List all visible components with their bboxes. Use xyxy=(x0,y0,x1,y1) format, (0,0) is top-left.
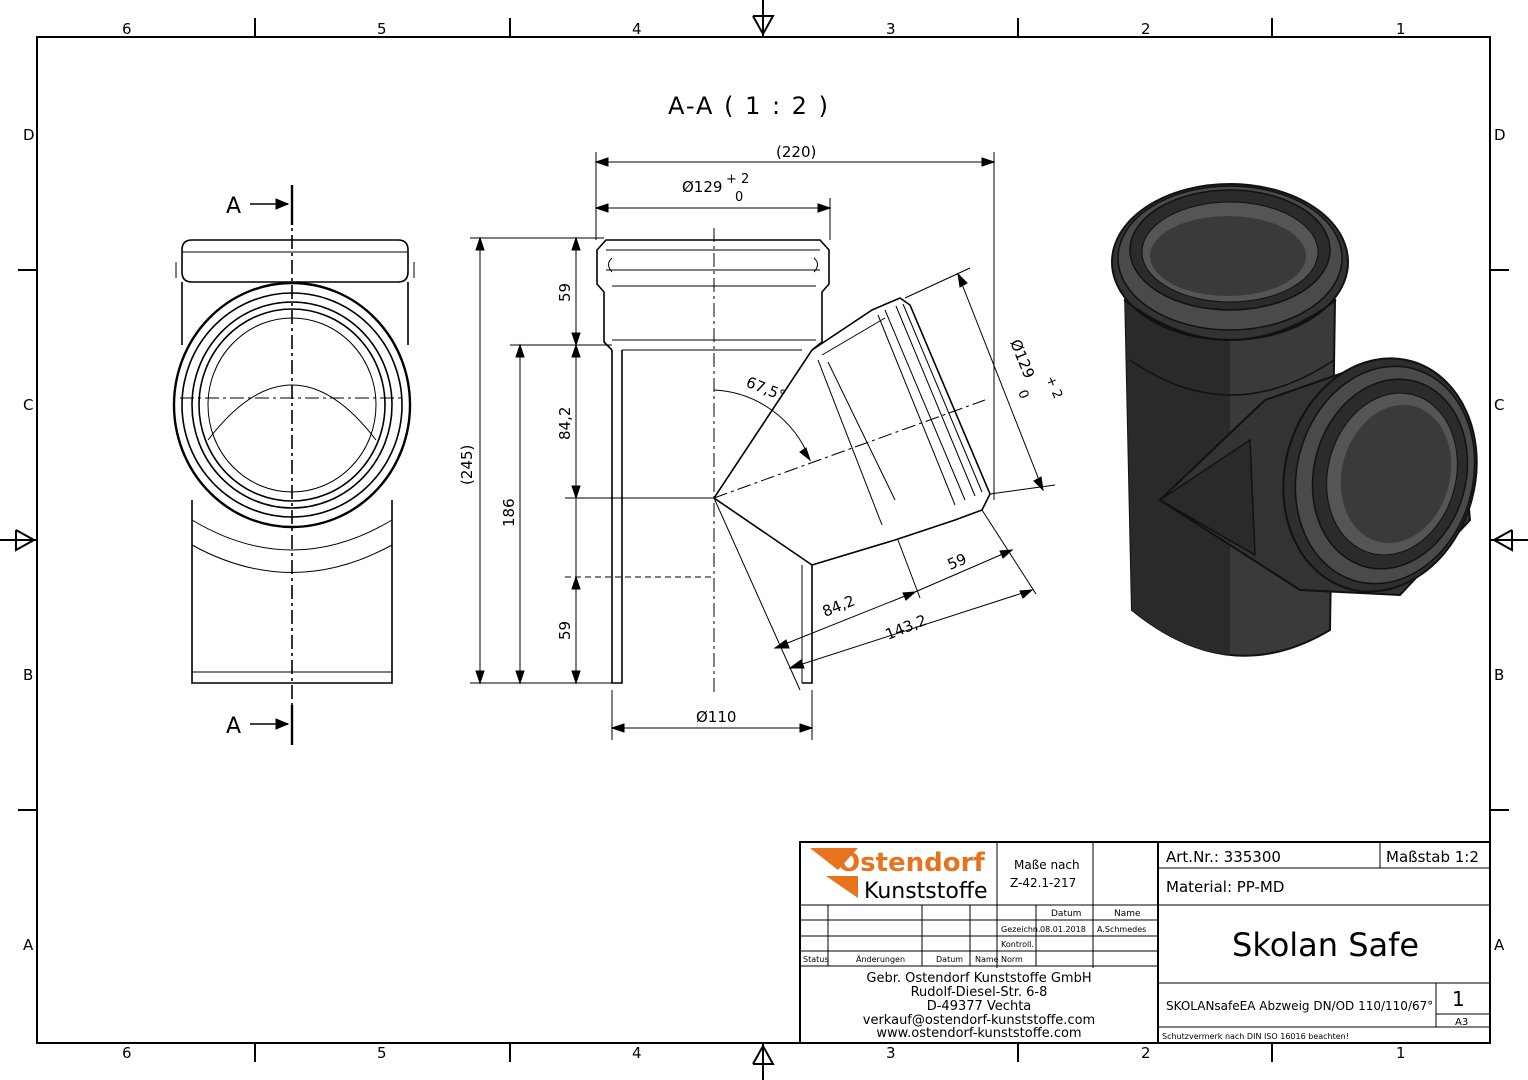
material-label: Material: PP-MD xyxy=(1166,878,1284,896)
ostendorf-logo: Ostendorf Kunststoffe xyxy=(810,848,988,904)
zone-row-left-c: C xyxy=(23,396,33,414)
dim-branch-59: 59 xyxy=(945,550,969,574)
dim-socket-tol-plus: + 2 xyxy=(726,172,749,187)
iso-render xyxy=(1111,183,1478,657)
status-header: Status xyxy=(803,955,829,964)
masse-nach-value: Z-42.1-217 xyxy=(1010,876,1076,890)
sheet-format: A3 xyxy=(1455,1017,1468,1028)
masse-nach-label: Maße nach xyxy=(1014,858,1080,872)
datum-header: Datum xyxy=(936,955,963,964)
row-gezeichn: Gezeichn. xyxy=(1001,925,1041,934)
logo-text-kunststoffe: Kunststoffe xyxy=(864,879,988,904)
scale-label: Maßstab 1:2 xyxy=(1386,848,1479,866)
zone-col-top-1: 1 xyxy=(1396,20,1406,38)
dim-socket-depth-bottom: 59 xyxy=(556,621,574,640)
zone-col-bottom-3: 3 xyxy=(886,1044,896,1062)
zone-col-bottom-5: 5 xyxy=(377,1044,387,1062)
aenderungen-header: Änderungen xyxy=(856,954,905,964)
product-description: SKOLANsafeEA Abzweig DN/OD 110/110/67° xyxy=(1166,999,1433,1013)
dimension-lines xyxy=(470,152,1056,740)
dim-socket-dia: Ø129 xyxy=(682,178,722,196)
zone-col-bottom-2: 2 xyxy=(1141,1044,1151,1062)
col-name-header: Name xyxy=(1114,909,1141,919)
dim-branch-tol-plus: + 2 xyxy=(1042,374,1065,401)
dim-branch-84-2: 84,2 xyxy=(820,592,858,621)
dim-branch-tol-zero: 0 xyxy=(1014,388,1031,401)
dim-socket-tol-zero: 0 xyxy=(735,190,743,205)
logo-text-ostendorf: Ostendorf xyxy=(838,848,985,878)
dim-overall-width: (220) xyxy=(776,143,816,161)
front-view xyxy=(172,185,415,745)
section-marker-top: A xyxy=(226,194,241,219)
zone-col-bottom-6: 6 xyxy=(122,1044,132,1062)
zone-col-bottom-1: 1 xyxy=(1396,1044,1406,1062)
zone-row-right-c: C xyxy=(1494,396,1504,414)
dim-pipe-dia: Ø110 xyxy=(696,708,736,726)
gezeichn-datum: 08.01.2018 xyxy=(1040,925,1086,934)
dim-socket-depth-top: 59 xyxy=(556,283,574,302)
zone-row-right-b: B xyxy=(1494,666,1504,684)
dim-total-height: (245) xyxy=(458,445,476,485)
dim-branch-dia: Ø129 xyxy=(1006,337,1038,381)
zone-row-left-d: D xyxy=(23,126,35,144)
dim-height-186: 186 xyxy=(500,498,518,527)
zone-col-top-6: 6 xyxy=(122,20,132,38)
dim-depth-84-2: 84,2 xyxy=(556,407,574,440)
zone-col-top-3: 3 xyxy=(886,20,896,38)
zone-col-bottom-4: 4 xyxy=(632,1044,642,1062)
sheet-number: 1 xyxy=(1452,987,1465,1011)
title-block xyxy=(799,841,1491,1044)
company-line-5: www.ostendorf-kunststoffe.com xyxy=(876,1026,1081,1041)
company-line-1: Gebr. Ostendorf Kunststoffe GmbH xyxy=(866,971,1091,986)
gezeichn-name: A.Schmedes xyxy=(1097,925,1146,934)
dim-angle: 67,5° xyxy=(744,373,789,405)
dim-branch-143-2: 143,2 xyxy=(883,611,930,644)
row-kontroll: Kontroll. xyxy=(1001,940,1034,949)
zone-col-top-4: 4 xyxy=(632,20,642,38)
company-address: Gebr. Ostendorf Kunststoffe GmbH Rudolf-… xyxy=(863,971,1095,1041)
zone-row-right-a: A xyxy=(1494,936,1505,954)
company-line-2: Rudolf-Diesel-Str. 6-8 xyxy=(911,985,1048,1000)
zone-col-top-2: 2 xyxy=(1141,20,1151,38)
zone-row-right-d: D xyxy=(1494,126,1506,144)
col-datum-header: Datum xyxy=(1051,909,1081,919)
section-marker-bottom: A xyxy=(226,714,241,739)
row-norm: Norm xyxy=(1001,955,1023,964)
zone-row-left-b: B xyxy=(23,666,33,684)
section-title: A-A ( 1 : 2 ) xyxy=(668,92,830,120)
zone-ticks xyxy=(18,18,1509,1062)
company-line-3: D-49377 Vechta xyxy=(927,999,1032,1014)
zone-row-left-a: A xyxy=(23,936,34,954)
section-view xyxy=(596,228,991,693)
article-number: Art.Nr.: 335300 xyxy=(1166,848,1281,866)
protection-note: Schutzvermerk nach DIN ISO 16016 beachte… xyxy=(1162,1032,1349,1041)
zone-col-top-5: 5 xyxy=(377,20,387,38)
product-name: Skolan Safe xyxy=(1232,926,1419,964)
company-line-4: verkauf@ostendorf-kunststoffe.com xyxy=(863,1013,1095,1028)
name-header: Name xyxy=(975,955,999,964)
